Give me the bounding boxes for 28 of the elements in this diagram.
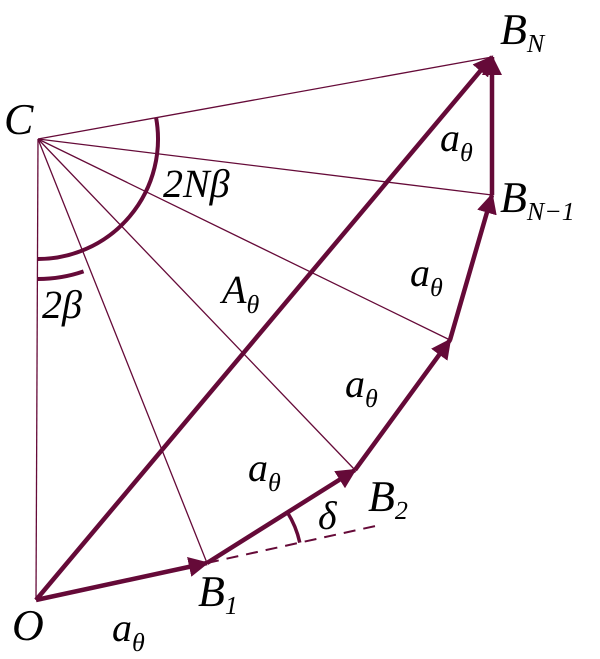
- edge-label: a$_{θ}$: [345, 364, 378, 415]
- arrow: [448, 193, 497, 341]
- angle-label: 2β: [42, 285, 82, 325]
- arrow: [353, 338, 452, 472]
- line: [37, 138, 208, 564]
- angle-label: 2Nβ: [163, 164, 230, 204]
- edge-label: a$_{θ}$: [248, 448, 281, 499]
- line: [38, 138, 450, 341]
- point-label: C: [4, 98, 34, 142]
- line: [38, 138, 492, 196]
- line: [38, 138, 356, 470]
- edge-label: a$_{θ}$: [112, 608, 145, 659]
- line: [38, 56, 492, 140]
- point-label: B$_{N−1}$: [500, 176, 575, 234]
- point-label: B$_{1}$: [198, 570, 238, 628]
- point-label: B$_{2}$: [368, 475, 408, 533]
- arrow: [482, 54, 502, 195]
- point-label: B$_{N}$: [500, 8, 544, 66]
- angle-label: δ: [318, 496, 337, 536]
- edge-label: a$_{θ}$: [440, 118, 473, 169]
- vertex-point: [448, 338, 452, 342]
- edge-label: A$_{θ}$: [222, 270, 260, 325]
- point-label: O: [12, 604, 44, 648]
- arrow: [34, 55, 494, 602]
- line: [35, 139, 39, 600]
- edge-label: a$_{θ}$: [410, 253, 443, 304]
- arrow: [36, 556, 209, 602]
- arrow: [206, 468, 357, 565]
